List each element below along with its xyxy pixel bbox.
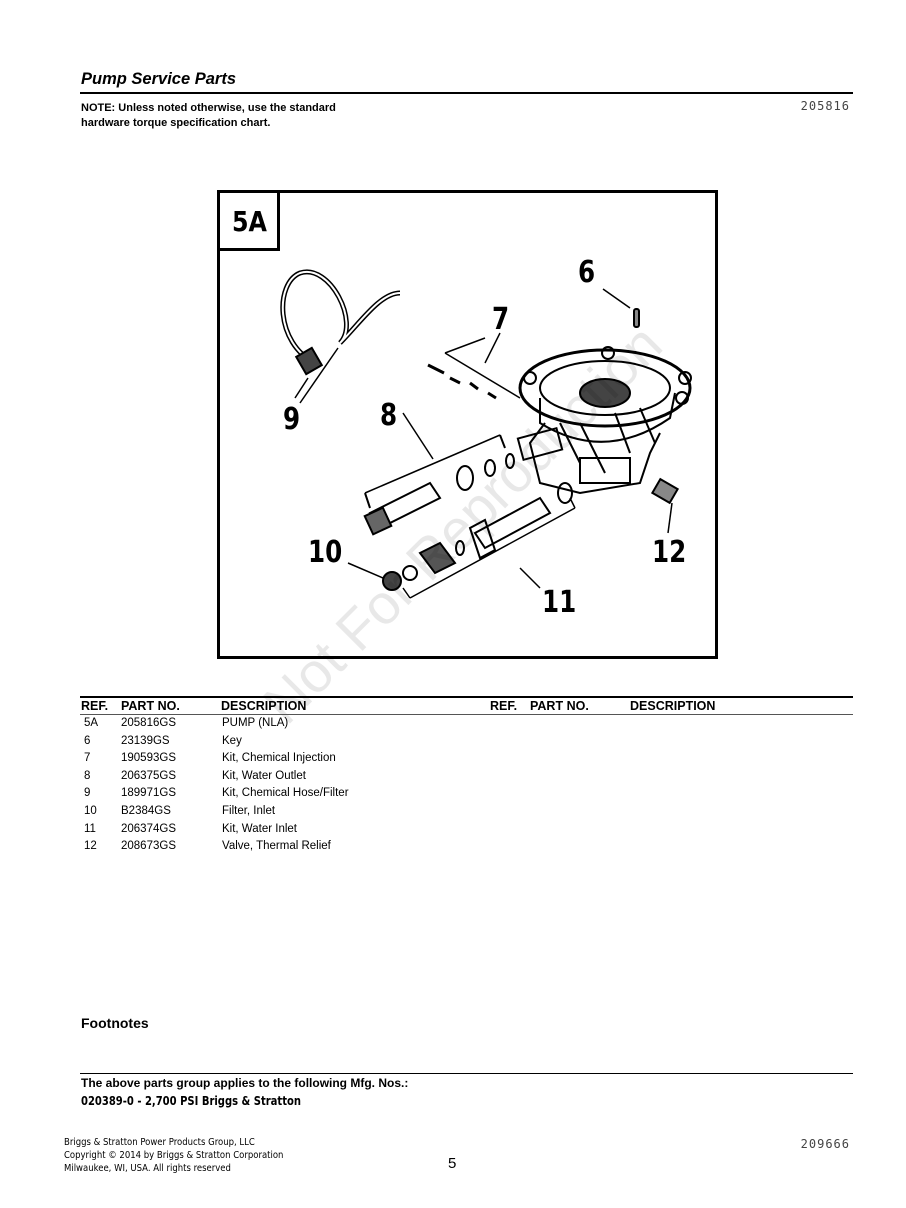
table-row: 7 190593GS Kit, Chemical Injection bbox=[0, 752, 906, 769]
pump-drawing bbox=[280, 269, 692, 599]
row-description: Filter, Inlet bbox=[222, 805, 276, 817]
torque-note: NOTE: Unless noted otherwise, use the st… bbox=[81, 102, 336, 129]
row-part-no: 208673GS bbox=[121, 840, 176, 852]
exploded-diagram: 5A 6 7 8 9 10 11 12 bbox=[217, 190, 718, 659]
row-part-no: B2384GS bbox=[121, 805, 171, 817]
mfg-number: 020389-0 - 2,700 PSI Briggs & Stratton bbox=[81, 1093, 301, 1108]
table-top-rule bbox=[80, 696, 853, 698]
callout-8: 8 bbox=[380, 398, 398, 433]
row-part-no: 23139GS bbox=[121, 735, 170, 747]
row-description: PUMP (NLA) bbox=[222, 717, 289, 729]
row-part-no: 189971GS bbox=[121, 787, 176, 799]
row-part-no: 205816GS bbox=[121, 717, 176, 729]
table-row: 8 206375GS Kit, Water Outlet bbox=[0, 770, 906, 787]
copyright-block: Briggs & Stratton Power Products Group, … bbox=[64, 1136, 283, 1175]
callout-12: 12 bbox=[652, 535, 687, 570]
applies-text: The above parts group applies to the fol… bbox=[81, 1076, 409, 1090]
row-ref: 11 bbox=[84, 823, 96, 835]
row-ref: 8 bbox=[84, 770, 91, 782]
callout-7: 7 bbox=[492, 302, 510, 337]
header-description-right: DESCRIPTION bbox=[630, 699, 716, 713]
footnotes-heading: Footnotes bbox=[81, 1015, 149, 1031]
row-description: Kit, Water Outlet bbox=[222, 770, 306, 782]
table-row: 10 B2384GS Filter, Inlet bbox=[0, 805, 906, 822]
row-description: Kit, Chemical Injection bbox=[222, 752, 336, 764]
callout-10: 10 bbox=[308, 535, 343, 570]
copyright-line: Copyright © 2014 by Briggs & Stratton Co… bbox=[64, 1150, 284, 1161]
footnotes-rule bbox=[80, 1073, 853, 1074]
row-part-no: 190593GS bbox=[121, 752, 176, 764]
row-ref: 9 bbox=[84, 787, 91, 799]
table-row: 5A 205816GS PUMP (NLA) bbox=[0, 717, 906, 734]
row-part-no: 206374GS bbox=[121, 823, 176, 835]
row-ref: 6 bbox=[84, 735, 91, 747]
row-description: Kit, Chemical Hose/Filter bbox=[222, 787, 349, 799]
figure-tag-label: 5A bbox=[232, 205, 267, 238]
row-ref: 7 bbox=[84, 752, 91, 764]
doc-number: 209666 bbox=[800, 1137, 850, 1151]
table-row: 12 208673GS Valve, Thermal Relief bbox=[0, 840, 906, 857]
company-name: Briggs & Stratton Power Products Group, … bbox=[64, 1137, 255, 1148]
location-line: Milwaukee, WI, USA. All rights reserved bbox=[64, 1163, 231, 1174]
callout-9: 9 bbox=[283, 402, 301, 437]
row-description: Key bbox=[222, 735, 242, 747]
page-number: 5 bbox=[448, 1155, 457, 1172]
table-row: 6 23139GS Key bbox=[0, 735, 906, 752]
header-ref-number: 205816 bbox=[800, 99, 850, 113]
row-description: Valve, Thermal Relief bbox=[222, 840, 331, 852]
callout-11: 11 bbox=[542, 585, 577, 620]
table-row: 9 189971GS Kit, Chemical Hose/Filter bbox=[0, 787, 906, 804]
row-description: Kit, Water Inlet bbox=[222, 823, 297, 835]
header-part-no: PART NO. bbox=[121, 699, 180, 713]
row-ref: 10 bbox=[84, 805, 97, 817]
row-ref: 12 bbox=[84, 840, 97, 852]
row-part-no: 206375GS bbox=[121, 770, 176, 782]
table-row: 11 206374GS Kit, Water Inlet bbox=[0, 823, 906, 840]
header-ref: REF. bbox=[81, 699, 109, 713]
header-description: DESCRIPTION bbox=[221, 699, 307, 713]
page-title: Pump Service Parts bbox=[81, 70, 236, 88]
row-ref: 5A bbox=[84, 717, 99, 729]
title-rule bbox=[80, 92, 853, 94]
table-header-rule bbox=[80, 714, 853, 715]
figure-tag: 5A bbox=[220, 193, 280, 251]
header-ref-right: REF. bbox=[490, 699, 518, 713]
callout-6: 6 bbox=[578, 255, 596, 290]
header-part-no-right: PART NO. bbox=[530, 699, 589, 713]
